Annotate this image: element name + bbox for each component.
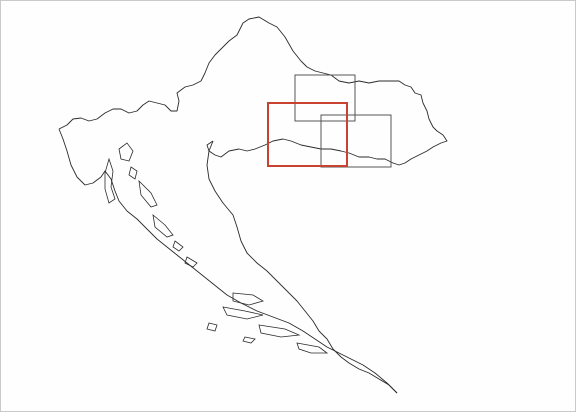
island-lastovo bbox=[242, 336, 256, 344]
extent-box-east bbox=[320, 114, 392, 168]
island-dugi bbox=[152, 214, 174, 238]
island-brac bbox=[232, 292, 264, 306]
island-small-2 bbox=[184, 256, 198, 268]
coastline bbox=[58, 128, 398, 394]
island-pag bbox=[138, 179, 158, 208]
island-hvar bbox=[222, 306, 264, 320]
island-vis bbox=[206, 322, 218, 332]
extent-box-highlighted bbox=[267, 102, 348, 167]
island-korcula bbox=[258, 324, 301, 338]
island-krk bbox=[118, 142, 134, 162]
extent-box-north bbox=[294, 74, 356, 122]
island-small-1 bbox=[172, 240, 184, 252]
border-outline-north bbox=[58, 16, 448, 166]
island-cres bbox=[104, 157, 116, 204]
island-rab bbox=[128, 166, 138, 180]
island-mljet bbox=[296, 342, 329, 354]
border-outline-inner bbox=[206, 140, 398, 394]
islands bbox=[104, 142, 329, 354]
